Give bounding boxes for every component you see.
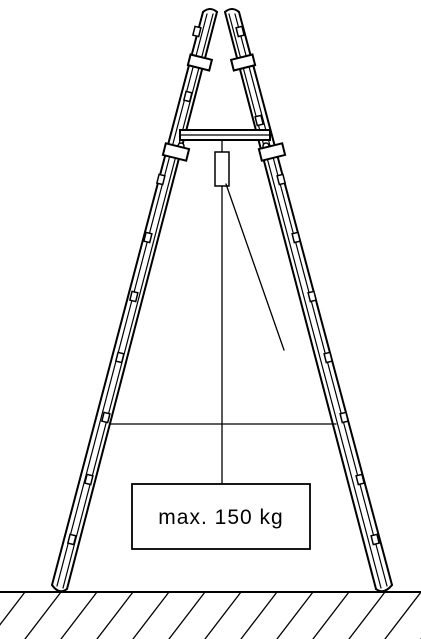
right-upper-clamp: [229, 53, 257, 72]
ground-hatch-line: [204, 591, 242, 639]
left-rung-markers: [66, 25, 202, 546]
spreader-bar: [177, 129, 271, 150]
left-middle-clamp: [161, 142, 191, 162]
left-upper-clamp: [186, 53, 214, 72]
right-rung-markers: [235, 25, 381, 546]
ground: [0, 591, 421, 639]
load-box: max. 150 kg: [131, 483, 311, 550]
ground-hatch-line: [348, 591, 386, 639]
right-middle-clamp: [257, 142, 287, 162]
ground-hatch-line: [384, 591, 421, 639]
load-label: max. 150 kg: [158, 506, 283, 529]
ground-hatch-line: [240, 591, 278, 639]
ground-hatch-line: [0, 591, 26, 626]
right-ladder-stile: [224, 8, 393, 593]
ground-hatch-line: [24, 591, 62, 639]
ground-hatch-line: [276, 591, 314, 639]
ground-hatch-line: [312, 591, 350, 639]
hanging-rope: [214, 139, 285, 485]
ground-hatch-line: [168, 591, 206, 639]
ground-hatch-line: [132, 591, 170, 639]
ground-hatch-line: [96, 591, 134, 639]
ground-hatch-line: [60, 591, 98, 639]
